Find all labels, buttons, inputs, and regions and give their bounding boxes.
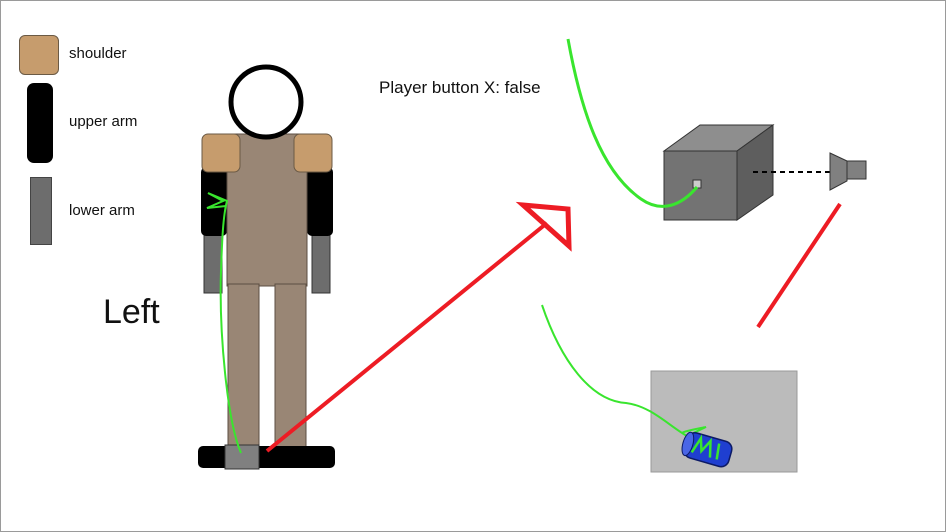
side-label: Left <box>103 293 160 331</box>
right-lower-arm <box>311 232 331 294</box>
left-upper-arm <box>201 167 227 236</box>
cube-wire <box>566 38 699 208</box>
battery-wire <box>541 304 707 438</box>
right-shoulder <box>293 133 333 173</box>
laser-ray <box>265 221 549 453</box>
battery-icon <box>681 431 733 468</box>
left-lower-arm <box>203 232 223 294</box>
right-upper-arm <box>307 167 333 236</box>
short-laser-ray <box>756 202 842 329</box>
arm-wire <box>206 192 242 454</box>
legend-label-lower-arm: lower arm <box>69 202 135 219</box>
right-leg <box>274 283 307 448</box>
speaker-icon <box>829 152 867 191</box>
legend-label-shoulder: shoulder <box>69 45 127 62</box>
head <box>228 64 304 140</box>
human-figure <box>198 64 335 470</box>
legend-label-upper-arm: upper arm <box>69 113 138 130</box>
cube-port <box>692 179 702 189</box>
upper-arm-swatch-icon <box>27 83 53 163</box>
left-shoulder <box>201 133 241 173</box>
shoulder-swatch-icon <box>19 35 59 75</box>
lower-arm-swatch-icon <box>30 177 52 245</box>
ankle-tracker <box>224 444 260 470</box>
player-button-status: Player button X: false <box>379 78 541 97</box>
laser-pointer-arrow-icon <box>515 201 572 252</box>
